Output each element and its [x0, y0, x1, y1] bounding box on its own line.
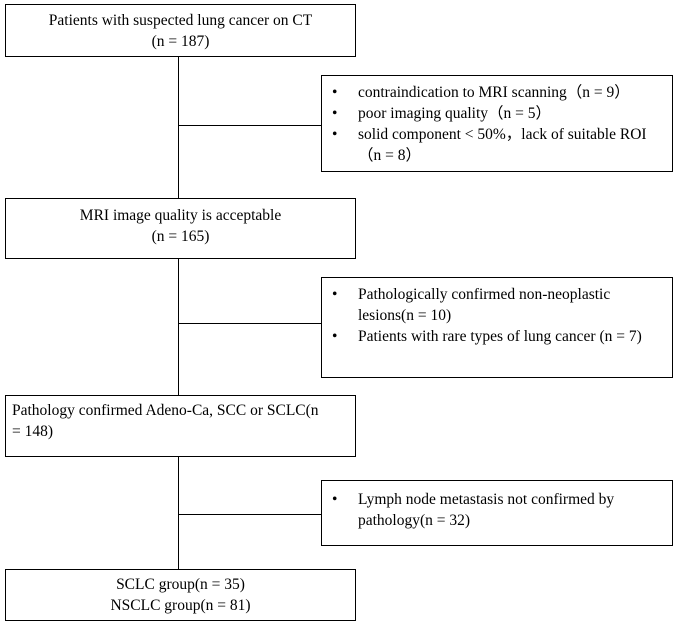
exclusion-list-2: Pathologically confirmed non-neoplastic …: [322, 284, 672, 347]
exclusion-list-3: Lymph node metastasis not confirmed by p…: [322, 489, 672, 531]
box-suspected-patients-count: (n = 187): [151, 33, 210, 50]
box-final-groups-sclc: SCLC group(n = 35): [116, 576, 245, 593]
box-mri-acceptable: MRI image quality is acceptable (n = 165…: [5, 198, 356, 259]
connector-vertical-2: [178, 258, 180, 395]
box-final-groups: SCLC group(n = 35) NSCLC group(n = 81): [5, 569, 356, 621]
connector-branch-2: [178, 323, 321, 325]
exclusion-item: Pathologically confirmed non-neoplastic …: [322, 284, 672, 326]
exclusion-list-1: contraindication to MRI scanning（n = 9） …: [322, 82, 672, 166]
connector-vertical-1: [178, 56, 180, 198]
exclusion-item: Lymph node metastasis not confirmed by p…: [322, 489, 672, 531]
exclusion-item: Patients with rare types of lung cancer …: [322, 326, 672, 347]
exclusion-item: solid component < 50%，lack of suitable R…: [322, 124, 672, 166]
exclusion-box-2: Pathologically confirmed non-neoplastic …: [321, 277, 673, 378]
connector-branch-1: [178, 125, 321, 127]
box-pathology-confirmed: Pathology confirmed Adeno-Ca, SCC or SCL…: [5, 395, 356, 457]
box-pathology-confirmed-text: Pathology confirmed Adeno-Ca, SCC or SCL…: [12, 402, 319, 440]
exclusion-box-1: contraindication to MRI scanning（n = 9） …: [321, 75, 673, 172]
exclusion-box-3: Lymph node metastasis not confirmed by p…: [321, 480, 673, 546]
box-mri-acceptable-title: MRI image quality is acceptable: [79, 207, 282, 224]
connector-vertical-3: [178, 456, 180, 570]
box-mri-acceptable-count: (n = 165): [151, 228, 210, 245]
box-final-groups-nsclc: NSCLC group(n = 81): [110, 597, 251, 614]
connector-branch-3: [178, 514, 321, 516]
exclusion-item: poor imaging quality（n = 5）: [322, 103, 672, 124]
box-suspected-patients-title: Patients with suspected lung cancer on C…: [48, 12, 313, 29]
exclusion-item: contraindication to MRI scanning（n = 9）: [322, 82, 672, 103]
box-suspected-patients: Patients with suspected lung cancer on C…: [5, 4, 356, 57]
